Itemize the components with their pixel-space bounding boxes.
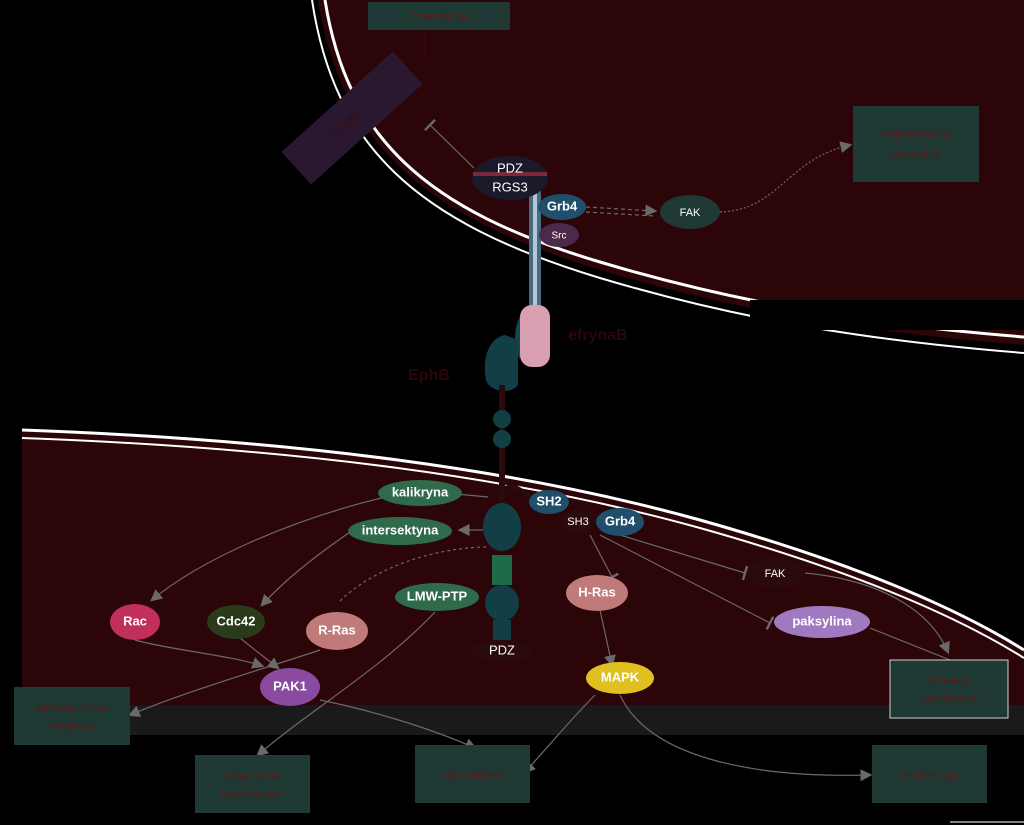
chemokine-box (368, 2, 510, 30)
rras-label: R-Ras (318, 622, 356, 637)
src-label: Src (552, 231, 567, 242)
hras (566, 575, 628, 611)
sh2-label: SH2 (536, 493, 561, 508)
rac (110, 604, 160, 640)
upper-cell (318, 0, 1024, 345)
fak-top (660, 195, 720, 229)
cell-detachment-label-2: komórkowe (221, 787, 283, 801)
cytoskeleton-box (415, 745, 530, 803)
fak-bottom-label: FAK (765, 568, 786, 580)
lower-cell-membrane (21, 428, 1024, 652)
cdc42 (207, 605, 265, 639)
pak1-label: PAK1 (273, 678, 307, 693)
integrin-adhesion-box (14, 687, 130, 745)
ephb-fn-1 (493, 410, 511, 428)
cxcr-receptor: CXCR (281, 51, 423, 185)
ephb-domain (484, 335, 518, 392)
pak1 (260, 668, 320, 706)
grb4-bottom-label: Grb4 (605, 513, 636, 528)
kallikrein (378, 480, 462, 506)
rac-label: Rac (123, 613, 147, 628)
sh2 (529, 490, 569, 514)
proliferation-box (872, 745, 987, 803)
proliferation-label: proliferacja (900, 768, 959, 782)
cell-detachment-label-1: odłączenie (223, 769, 281, 783)
ephrinb-label: efrynaB (568, 327, 628, 344)
ephb-fn-2 (493, 430, 511, 448)
rras (306, 612, 368, 650)
fak-bottom (747, 558, 803, 588)
focal-contacts-box (889, 659, 1009, 719)
lmwptp (395, 583, 479, 611)
ephb-kinase (483, 503, 521, 551)
mapk (586, 662, 654, 694)
integrin-adhesion-label-2: integryny (48, 719, 97, 733)
paxillin-redistribution-label-2: paksyliny (891, 147, 940, 161)
sh3 (560, 510, 596, 534)
src (539, 223, 579, 247)
intersectin-label: intersektyna (362, 522, 439, 537)
ephb-label: EphB (408, 367, 450, 384)
rgs3-label: RGS3 (492, 179, 527, 194)
mapk-label: MAPK (601, 669, 640, 684)
pdz-top-label: PDZ (497, 160, 523, 175)
pdz-bottom (472, 640, 532, 662)
pdz-rgs3 (472, 156, 548, 200)
grb4-bottom (596, 508, 644, 536)
cytoskeleton-label: cytoszkielet (441, 768, 504, 782)
paxillin-label: paksylina (792, 613, 852, 628)
hras-label: H-Ras (578, 584, 616, 599)
integrin-adhesion-label-1: adhezja przez (35, 701, 110, 715)
pdz-bottom-label: PDZ (489, 642, 515, 657)
kallikrein-label: kalikryna (392, 484, 449, 499)
grb4-top (538, 194, 586, 220)
paxillin (774, 606, 870, 638)
lower-cell (22, 430, 1024, 735)
fak-top-label: FAK (680, 207, 701, 219)
intersectin (348, 517, 452, 545)
paxillin-redistribution-label-1: redystrybucja (880, 127, 952, 141)
focal-contacts-label-2: ogniskowe (921, 691, 978, 705)
focal-contacts-label-1: kontakty (927, 673, 972, 687)
ephb-sam (485, 585, 519, 621)
cdc42-label: Cdc42 (216, 613, 255, 628)
grb4-top-label: Grb4 (547, 198, 578, 213)
cell-detachment-box (195, 755, 310, 813)
chemokine-label: chemokina (410, 9, 468, 23)
ephrinb-domain (520, 305, 550, 367)
paxillin-redistribution-box (853, 106, 979, 182)
sh3-label: SH3 (567, 516, 588, 528)
lmwptp-label: LMW-PTP (407, 588, 468, 603)
